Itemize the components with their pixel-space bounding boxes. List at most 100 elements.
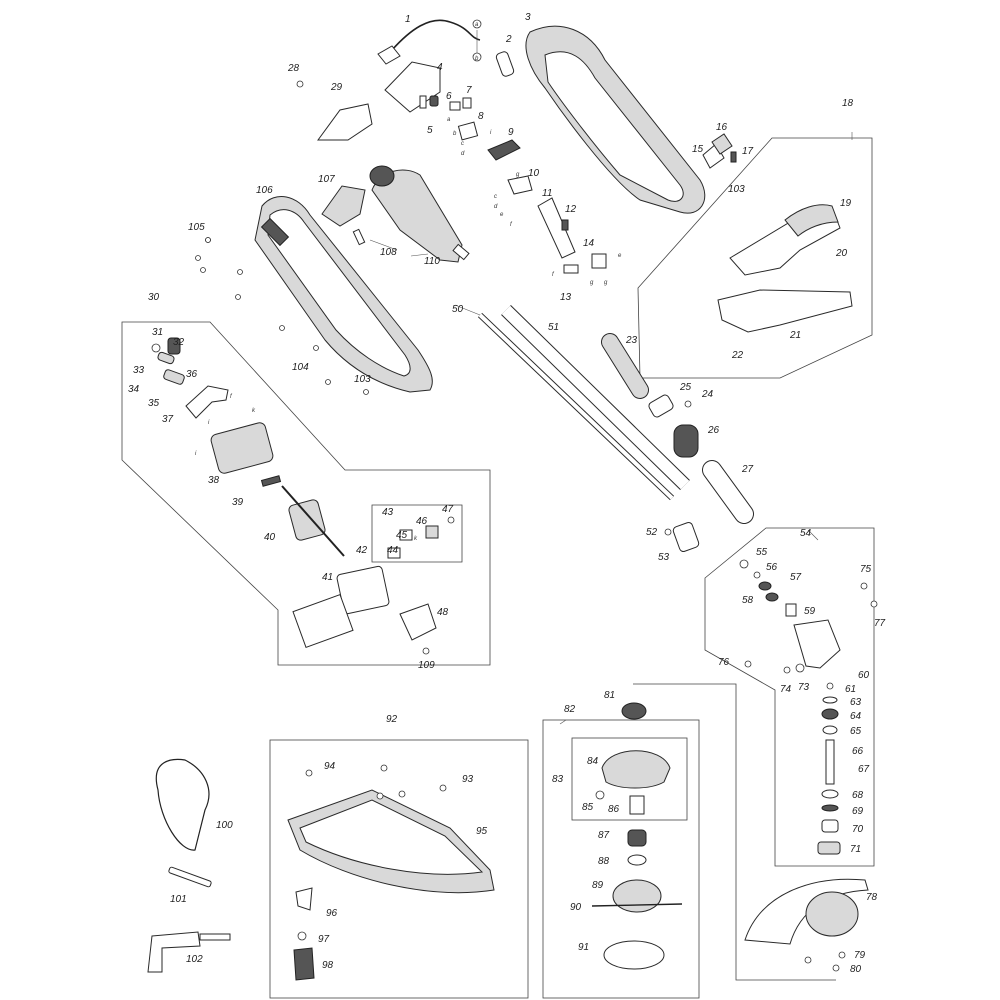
part-label-31: 31	[152, 327, 163, 338]
screw-28	[296, 80, 304, 88]
part-label-23: 23	[625, 335, 638, 346]
part-label-13: 13	[560, 292, 572, 303]
wire-letter-e2: e	[618, 253, 622, 259]
screw-set-left	[195, 237, 369, 395]
leader-frame-81	[633, 683, 836, 981]
part-label-105: 105	[188, 222, 205, 233]
part-label-14: 14	[583, 238, 595, 249]
screw-78b	[804, 956, 812, 964]
part-label-94: 94	[324, 761, 336, 772]
part-label-74: 74	[780, 684, 792, 695]
part-label-5: 5	[427, 125, 433, 136]
brush-34	[163, 369, 185, 385]
handle-21	[717, 289, 853, 333]
strap-100	[155, 758, 210, 851]
wire-letter-e: e	[500, 212, 504, 218]
part-label-17: 17	[742, 146, 754, 157]
part-label-91: 91	[578, 942, 589, 953]
eyelet-86	[629, 795, 645, 815]
part-8	[457, 121, 479, 141]
part-label-6: 6	[446, 91, 452, 102]
washer-88	[627, 854, 647, 866]
part-label-27: 27	[741, 464, 754, 475]
part-label-76: 76	[718, 657, 730, 668]
group-frame-54	[704, 527, 875, 867]
screw	[363, 389, 369, 395]
wire-letter-a2: a	[447, 117, 451, 123]
screw-77	[870, 600, 878, 608]
part-label-95: 95	[476, 826, 488, 837]
part-label-8: 8	[478, 111, 484, 122]
part-label-16: 16	[716, 122, 728, 133]
spool-cover-84	[601, 750, 671, 789]
part-label-63: 63	[850, 697, 862, 708]
screw-92a	[380, 764, 388, 772]
clamp-25	[648, 394, 674, 418]
part-label-50: 50	[452, 304, 464, 315]
guard-95-inner	[299, 799, 484, 875]
part-label-84: 84	[587, 756, 599, 767]
part-label-80: 80	[850, 964, 862, 975]
wire-letter-i: i	[490, 130, 492, 136]
motor-fan	[369, 165, 395, 187]
pin-5	[419, 95, 427, 109]
part-label-55: 55	[756, 547, 768, 558]
spring-6	[429, 95, 439, 107]
wire-letter-a: a	[475, 22, 479, 28]
wire-letter-c2: c	[494, 194, 497, 200]
screw	[195, 255, 201, 261]
part-label-44: 44	[387, 545, 399, 556]
block-13	[563, 264, 579, 274]
part-label-30: 30	[148, 292, 160, 303]
washer-73	[795, 663, 805, 673]
part-label-26: 26	[707, 425, 720, 436]
part-label-68: 68	[852, 790, 864, 801]
part-label-47: 47	[442, 504, 454, 515]
bracket-37	[185, 385, 229, 419]
wire-letter-c: c	[461, 141, 464, 147]
bushing-39	[260, 475, 282, 487]
part-label-54: 54	[800, 528, 812, 539]
part-label-106: 106	[256, 185, 273, 196]
screw-47	[447, 516, 455, 524]
screw-93	[439, 784, 447, 792]
part-46	[425, 525, 439, 539]
part-label-71: 71	[850, 844, 861, 855]
nut-52	[664, 528, 672, 536]
part-label-24: 24	[701, 389, 714, 400]
part-label-85: 85	[582, 802, 594, 813]
part-label-42: 42	[356, 545, 368, 556]
motor-shaft	[452, 243, 470, 261]
washer-63	[822, 696, 838, 704]
part-label-103: 103	[354, 374, 371, 385]
part-label-65: 65	[850, 726, 862, 737]
stator-38	[210, 422, 274, 474]
wire-letter-i3: i	[195, 451, 197, 457]
part-label-4: 4	[437, 62, 443, 73]
wire-letter-labels: a b a b c d i g c d e f f g g e f k i i …	[195, 22, 622, 542]
nut-31	[151, 343, 161, 353]
part-label-11: 11	[542, 188, 552, 199]
gear-head-60	[793, 619, 841, 669]
leader-lines	[369, 132, 853, 725]
collar-71	[817, 841, 841, 855]
part-label-108: 108	[380, 247, 397, 258]
part-label-92: 92	[386, 714, 398, 725]
box-wrench-102	[147, 931, 201, 973]
shaft-50	[478, 313, 674, 500]
part-label-20: 20	[835, 248, 848, 259]
bushing-53	[672, 521, 700, 553]
part-label-107: 107	[318, 174, 335, 185]
part-label-90: 90	[570, 902, 582, 913]
part-label-98: 98	[322, 960, 334, 971]
cap-81	[621, 702, 647, 720]
part-label-25: 25	[679, 382, 692, 393]
wire-letter-g3: g	[604, 280, 608, 286]
part-61	[826, 682, 834, 690]
screw	[235, 294, 241, 300]
part-label-52: 52	[646, 527, 658, 538]
part-label-32: 32	[173, 337, 185, 348]
part-label-3: 3	[525, 12, 531, 23]
